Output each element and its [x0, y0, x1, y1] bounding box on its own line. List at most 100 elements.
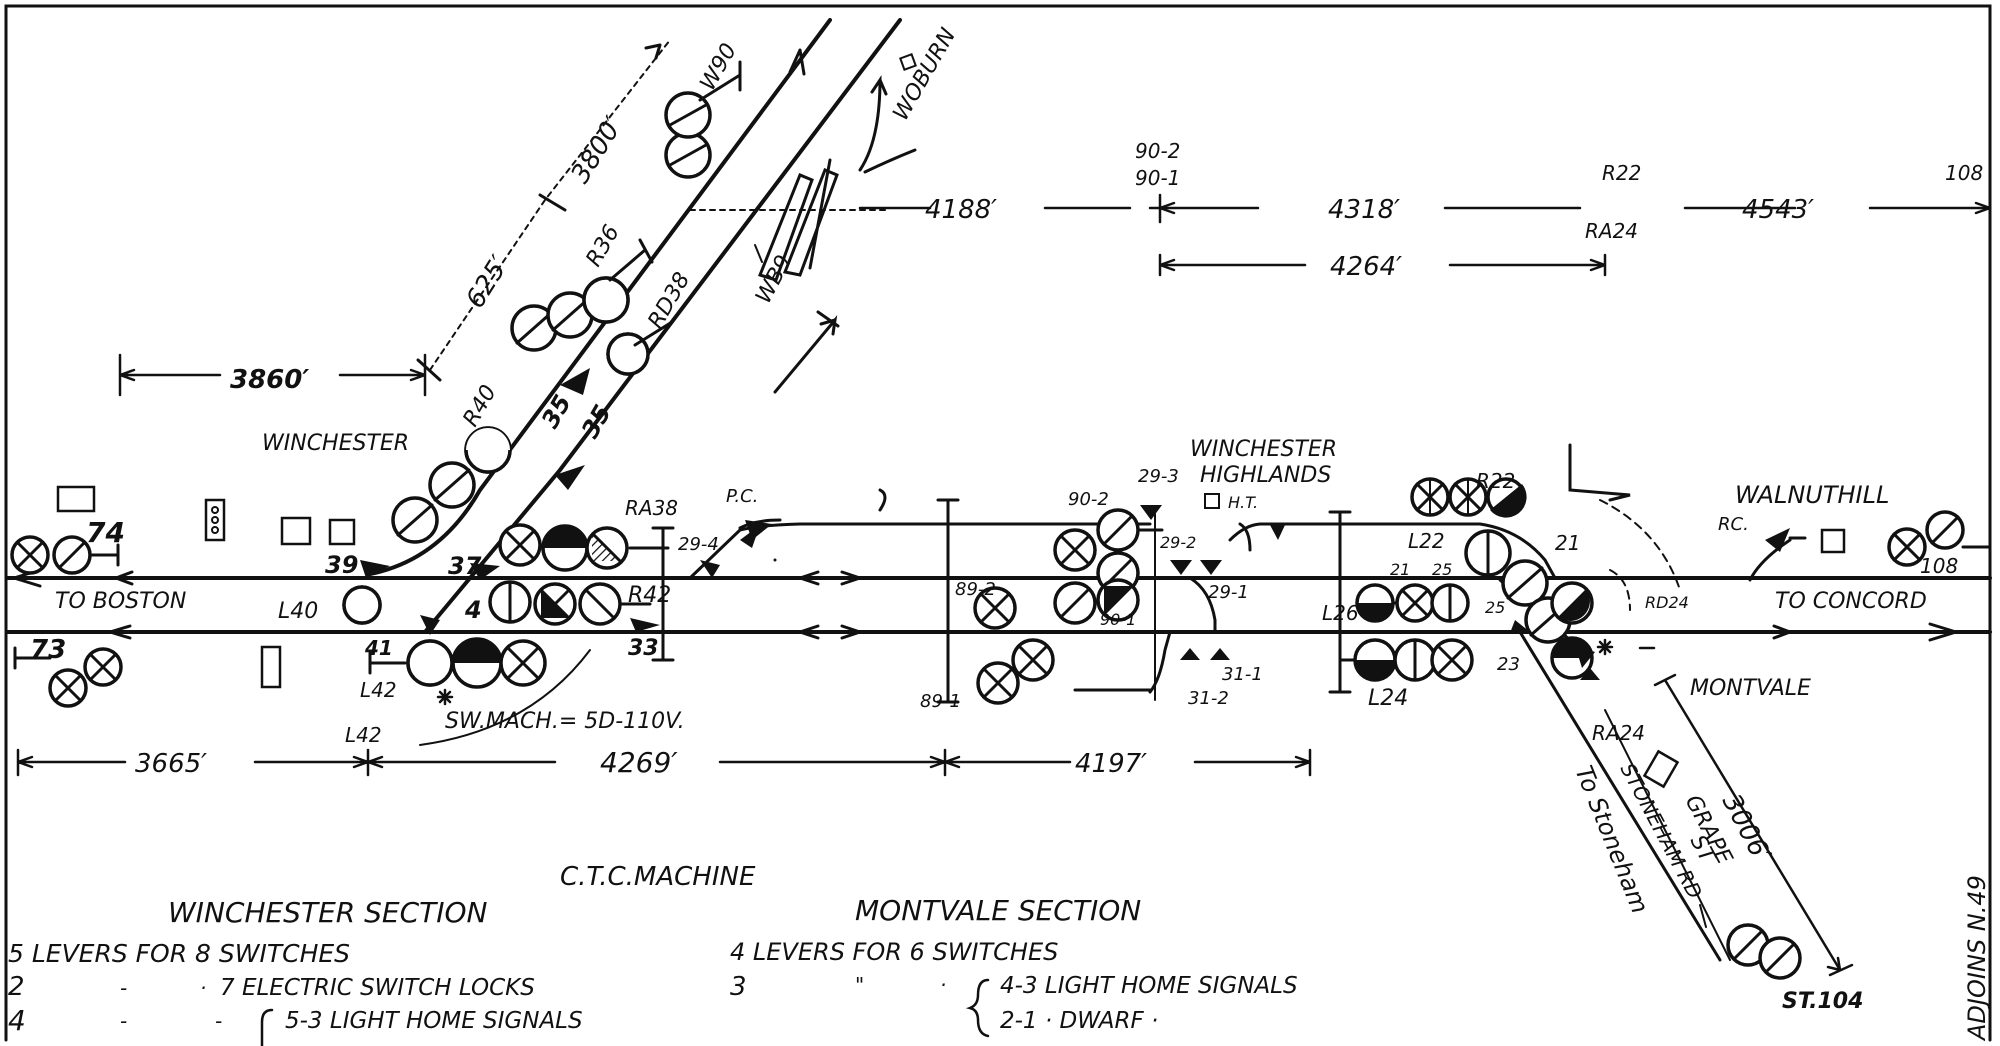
label-woburn: WOBURN — [889, 24, 962, 125]
sig-29-3: 29-3 — [1138, 466, 1179, 487]
sig-89-1: 89-1 — [920, 691, 961, 712]
note-m-row2-n: 3 — [730, 972, 747, 1002]
sig-4: 4 — [464, 596, 482, 624]
sig-ra24-top: RA24 — [1585, 219, 1638, 243]
sig-l26: L26 — [1322, 601, 1359, 625]
label-ht: H.T. — [1228, 493, 1258, 512]
sig-21a: 21 — [1390, 560, 1410, 579]
sig-89-2: 89-2 — [955, 579, 996, 600]
dist-4543: 4543′ — [1742, 195, 1814, 225]
sig-r22: R22 — [1476, 469, 1515, 493]
sig-29-4: 29-4 — [678, 534, 719, 555]
sidings — [688, 443, 1792, 962]
sig-35b: 35 — [576, 400, 617, 443]
sig-35a: 35 — [536, 390, 577, 433]
note-winchester-section: WINCHESTER SECTION — [168, 896, 488, 929]
sig-21b: 21 — [1555, 531, 1580, 555]
sig-25: 25 — [1432, 560, 1452, 579]
label-montvale: MONTVALE — [1690, 676, 1811, 701]
sig-90-1-top: 90-1 — [1135, 166, 1180, 190]
sheet-border — [4, 4, 1992, 1042]
dist-4264: 4264′ — [1330, 252, 1402, 282]
sig-25b: 25 — [1485, 598, 1505, 617]
sig-r22-top: R22 — [1602, 161, 1641, 185]
sig-l22: L22 — [1408, 529, 1445, 553]
sig-r42: R42 — [628, 583, 671, 608]
label-winchester: WINCHESTER — [262, 431, 409, 456]
note-brace-w — [260, 1008, 274, 1046]
sig-wb9: WB9 — [751, 251, 797, 308]
note-w-row3-n: 4 — [8, 1004, 26, 1037]
sig-90-2-top: 90-2 — [1135, 139, 1180, 163]
note-sw-mach: SW.MACH.= 5D-110V. — [445, 709, 685, 734]
sig-31-2: 31-2 — [1188, 688, 1229, 709]
note-ditto-6: · — [940, 973, 946, 997]
dimension-lines — [16, 39, 1992, 977]
sig-73: 73 — [30, 635, 66, 665]
sig-l40: L40 — [278, 599, 318, 624]
sig-29-1: 29-1 — [1208, 582, 1249, 603]
dist-4269: 4269′ — [600, 746, 678, 779]
note-ctc-title: C.T.C.MACHINE — [560, 862, 756, 892]
label-to-boston: TO BOSTON — [55, 589, 186, 614]
label-adjoins: ADJOINS N.49 — [1963, 875, 1991, 1042]
sig-l42-dim: L42 — [345, 723, 382, 747]
sig-108-top: 108 — [1945, 161, 1983, 185]
note-brace-m — [965, 978, 990, 1038]
dist-3665: 3665′ — [135, 749, 207, 779]
note-ditto-2: · — [200, 976, 206, 1000]
sig-r40: R40 — [459, 381, 502, 431]
note-m-row2-t: 4-3 LIGHT HOME SIGNALS — [1000, 973, 1298, 999]
note-m-row1: 4 LEVERS FOR 6 SWITCHES — [730, 938, 1058, 966]
note-ditto-4: - — [215, 1009, 222, 1033]
note-ditto-5: " — [855, 973, 864, 997]
sig-29-2: 29-2 — [1160, 533, 1196, 552]
label-winchester-highlands-1: WINCHESTER — [1190, 437, 1337, 462]
signal-heads — [10, 60, 1992, 980]
label-to-concord: TO CONCORD — [1775, 589, 1927, 614]
note-montvale-section: MONTVALE SECTION — [855, 894, 1141, 927]
sig-r36: R36 — [582, 221, 625, 271]
main-tracks — [6, 568, 1992, 642]
sig-pc1: P.C. — [726, 486, 758, 507]
sig-23: 23 — [1497, 654, 1520, 675]
note-ditto-1: - — [120, 976, 127, 1000]
signal-labels: 74 73 39 37 4 41 L40 L42 L42 R40 R36 RD3… — [30, 39, 1983, 747]
section-posts — [651, 498, 1352, 704]
sig-33: 33 — [628, 636, 659, 661]
dist-3800: 3800′ — [565, 112, 629, 189]
note-w-row2-t: 7 ELECTRIC SWITCH LOCKS — [220, 975, 535, 1001]
sig-39: 39 — [325, 551, 358, 579]
sig-41: 41 — [364, 636, 393, 660]
dist-3860: 3860′ — [230, 365, 309, 395]
note-ditto-3: - — [120, 1009, 127, 1033]
sig-w90: W90 — [696, 39, 743, 95]
sig-108: 108 — [1920, 554, 1958, 578]
distance-labels: 3860′ 625′ 3800′ 4188′ 4318′ 4543′ 4264′… — [135, 112, 1814, 867]
sig-90-2: 90-2 — [1068, 489, 1109, 510]
sig-31-1: 31-1 — [1222, 664, 1263, 685]
label-st104: ST.104 — [1782, 989, 1863, 1014]
label-walnut-hill: WALNUTHILL — [1735, 481, 1889, 509]
sig-ra38: RA38 — [625, 496, 678, 520]
label-winchester-highlands-2: HIGHLANDS — [1200, 463, 1331, 488]
dist-625: 625′ — [460, 251, 515, 314]
dist-4318: 4318′ — [1328, 195, 1400, 225]
note-w-row2-n: 2 — [8, 972, 25, 1002]
sig-90-1: 90-1 — [1100, 610, 1136, 629]
sig-l42: L42 — [360, 678, 397, 702]
woburn-branch — [368, 18, 917, 634]
dist-4188: 4188′ — [925, 195, 997, 225]
place-labels: TO BOSTON TO CONCORD WINCHESTER WINCHEST… — [55, 24, 1991, 1042]
notes: SW.MACH.= 5D-110V. C.T.C.MACHINE WINCHES… — [8, 709, 1298, 1046]
sig-37: 37 — [448, 552, 482, 580]
note-m-row3-t: 2-1 · DWARF · — [1000, 1008, 1158, 1034]
sig-ra24: RA24 — [1592, 721, 1645, 745]
sig-rd24: RD24 — [1645, 593, 1689, 612]
sig-l24: L24 — [1368, 686, 1408, 711]
sig-74: 74 — [86, 516, 125, 549]
dist-4197: 4197′ — [1075, 749, 1147, 779]
sig-pc2: RC. — [1718, 514, 1749, 535]
note-w-row3-t: 5-3 LIGHT HOME SIGNALS — [285, 1008, 583, 1034]
